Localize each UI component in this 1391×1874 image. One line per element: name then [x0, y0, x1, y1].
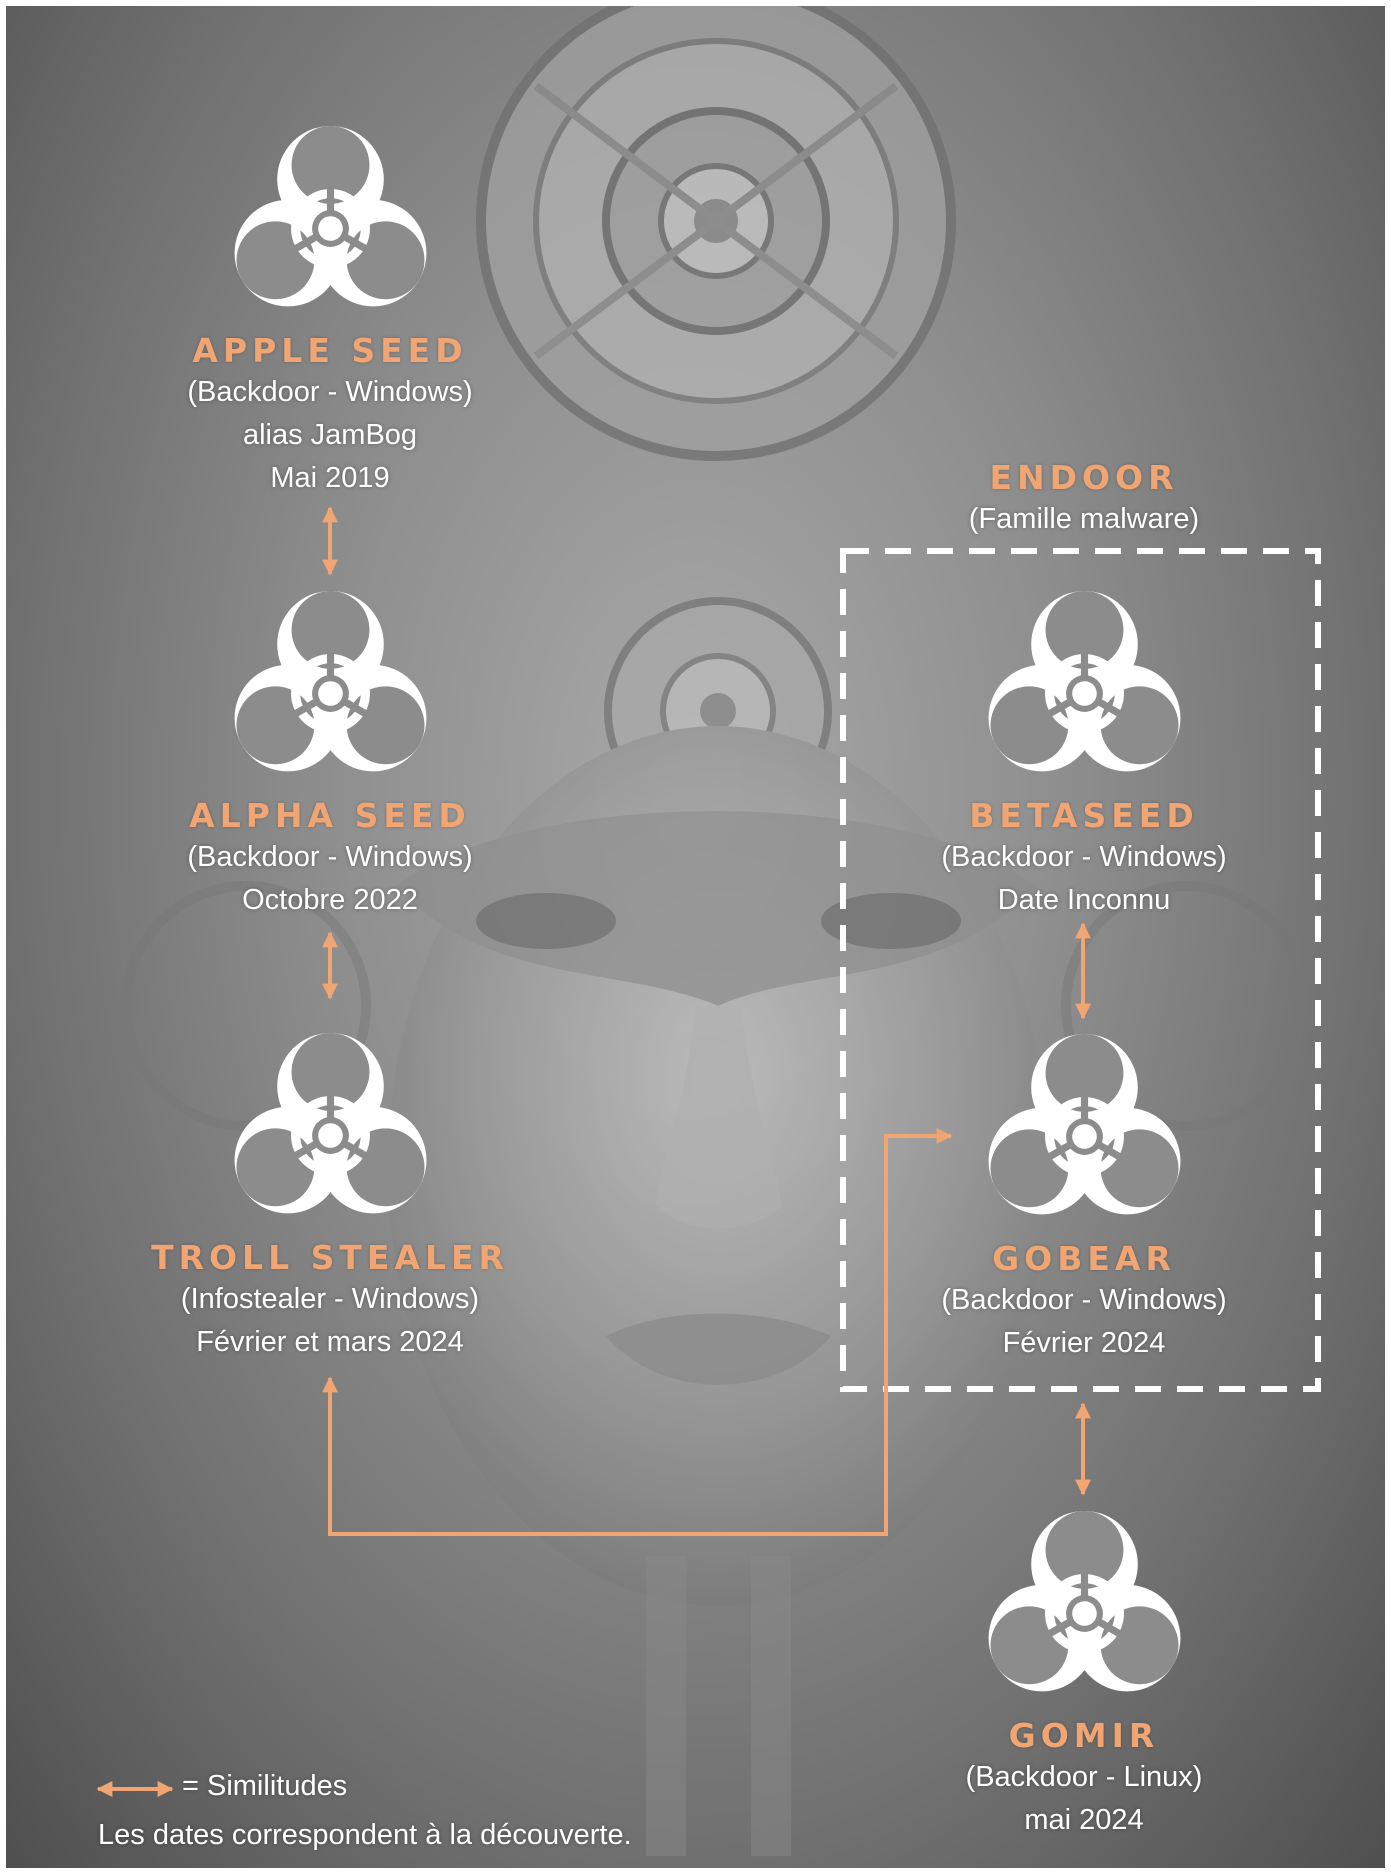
biohazard-icon [223, 1033, 438, 1238]
group-endoor-label: Endoor (Famille malware) [824, 458, 1344, 541]
node-type: (Infostealer - Windows) [70, 1278, 590, 1321]
node-name: GoBear [824, 1239, 1344, 1279]
diagram-canvas: Apple Seed (Backdoor - Windows) alias Ja… [6, 6, 1385, 1868]
biohazard-icon [977, 1511, 1192, 1716]
legend-similarity: = Similitudes [182, 1770, 347, 1803]
biohazard-icon [977, 591, 1192, 796]
biohazard-icon [223, 591, 438, 796]
node-date: Février 2024 [824, 1322, 1344, 1365]
legend-note: Les dates correspondent à la découverte. [98, 1819, 632, 1852]
node-date: Octobre 2022 [70, 879, 590, 922]
node-type: (Backdoor - Windows) [824, 1279, 1344, 1322]
node-date: mai 2024 [824, 1799, 1344, 1842]
group-name: Endoor [824, 458, 1344, 498]
node-type: (Backdoor - Windows) [824, 836, 1344, 879]
node-name: BetaSeed [824, 796, 1344, 836]
node-name: Gomir [824, 1716, 1344, 1756]
node-date: Mai 2019 [70, 457, 590, 500]
node-alphaseed: Alpha Seed (Backdoor - Windows) Octobre … [70, 591, 590, 922]
node-date: Février et mars 2024 [70, 1321, 590, 1364]
node-type: (Backdoor - Windows) [70, 836, 590, 879]
group-subtitle: (Famille malware) [824, 498, 1344, 541]
node-name: Apple Seed [70, 331, 590, 371]
node-gobear: GoBear (Backdoor - Windows) Février 2024 [824, 1034, 1344, 1365]
node-type: (Backdoor - Windows) [70, 371, 590, 414]
node-date: Date Inconnu [824, 879, 1344, 922]
node-type: (Backdoor - Linux) [824, 1756, 1344, 1799]
node-appleseed: Apple Seed (Backdoor - Windows) alias Ja… [70, 126, 590, 500]
biohazard-icon [977, 1034, 1192, 1239]
node-alias: alias JamBog [70, 414, 590, 457]
node-name: Alpha Seed [70, 796, 590, 836]
node-trollstealer: Troll Stealer (Infostealer - Windows) Fé… [70, 1033, 590, 1364]
biohazard-icon [223, 126, 438, 331]
node-betaseed: BetaSeed (Backdoor - Windows) Date Incon… [824, 591, 1344, 922]
node-gomir: Gomir (Backdoor - Linux) mai 2024 [824, 1511, 1344, 1842]
node-name: Troll Stealer [70, 1238, 590, 1278]
